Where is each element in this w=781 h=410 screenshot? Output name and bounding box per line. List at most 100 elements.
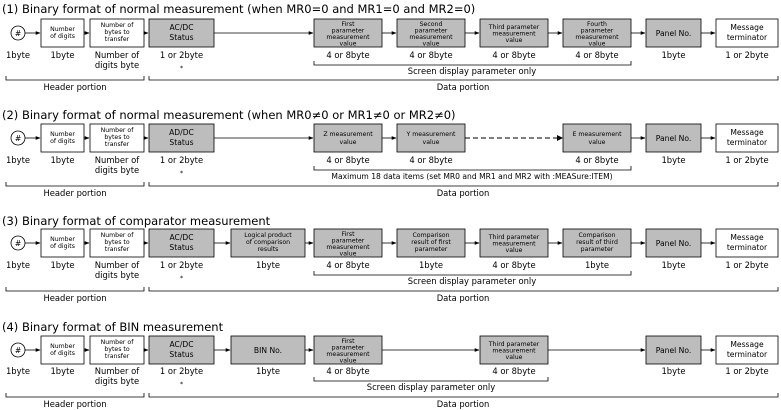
- svg-text:1byte: 1byte: [50, 366, 74, 376]
- panel-no-box: [645, 18, 702, 48]
- svg-text:1 or 2byte: 1 or 2byte: [160, 50, 203, 60]
- svg-text:#: #: [15, 346, 21, 355]
- svg-text:*: *: [180, 170, 183, 177]
- e-measurement-box: [562, 123, 632, 153]
- svg-text:4 or 8byte: 4 or 8byte: [326, 260, 369, 270]
- panel-no-box: [645, 335, 702, 365]
- svg-text:1byte: 1byte: [256, 366, 280, 376]
- svg-text:1 or 2byte: 1 or 2byte: [160, 366, 203, 376]
- svg-text:#: #: [15, 239, 21, 248]
- z-measurement-box: [313, 123, 383, 153]
- svg-text:4 or 8byte: 4 or 8byte: [409, 155, 452, 165]
- section-3-title: (3) Binary format of comparator measurem…: [2, 214, 271, 228]
- svg-text:1byte: 1byte: [585, 260, 609, 270]
- svg-text:4 or 8byte: 4 or 8byte: [575, 50, 618, 60]
- comparison-third-box: [562, 228, 632, 258]
- svg-text:Screen display parameter only: Screen display parameter only: [408, 66, 536, 76]
- section-4: (4) Binary format of BIN measurement # N…: [2, 320, 779, 409]
- panel-no-box: [645, 228, 702, 258]
- svg-text:*: *: [180, 65, 183, 72]
- logical-product-box: [230, 228, 306, 258]
- svg-text:1byte: 1byte: [6, 50, 30, 60]
- number-of-bytes-box: [89, 18, 145, 48]
- header-bracket: [5, 76, 145, 81]
- header-bracket: [5, 182, 145, 187]
- svg-text:1byte: 1byte: [661, 50, 685, 60]
- svg-text:Data portion: Data portion: [437, 188, 490, 198]
- section-2-title: (2) Binary format of normal measurement …: [2, 108, 456, 122]
- ad-dc-status-box: [148, 123, 215, 153]
- svg-text:Data portion: Data portion: [437, 399, 490, 409]
- svg-text:1byte: 1byte: [50, 50, 74, 60]
- section-4-title: (4) Binary format of BIN measurement: [2, 320, 224, 334]
- svg-text:1byte: 1byte: [419, 260, 443, 270]
- ac-dc-status-box: [148, 335, 215, 365]
- message-terminator-box: [715, 335, 779, 365]
- svg-text:1 or 2byte: 1 or 2byte: [725, 155, 768, 165]
- svg-text:1 or 2byte: 1 or 2byte: [725, 50, 768, 60]
- header-bracket: [5, 287, 145, 292]
- svg-text:Panel No.: Panel No.: [656, 134, 692, 143]
- message-terminator-box: [715, 123, 779, 153]
- svg-text:Data portion: Data portion: [437, 82, 490, 92]
- svg-text:*: *: [180, 275, 183, 282]
- first-parameter-box: [313, 228, 383, 258]
- panel-no-box: [645, 123, 702, 153]
- svg-text:*: *: [180, 381, 183, 388]
- svg-text:4 or 8byte: 4 or 8byte: [326, 366, 369, 376]
- section-2: (2) Binary format of normal measurement …: [2, 108, 779, 198]
- svg-text:4 or 8byte: 4 or 8byte: [326, 155, 369, 165]
- section-1: (1) Binary format of normal measurement …: [2, 2, 779, 92]
- svg-text:Header portion: Header portion: [43, 188, 106, 198]
- hash-symbol: #: [15, 29, 21, 38]
- header-bracket: [5, 393, 145, 398]
- message-terminator-box: [715, 18, 779, 48]
- svg-text:1byte: 1byte: [50, 260, 74, 270]
- screen-param-bracket: [313, 271, 632, 276]
- svg-text:Screen display parameter only: Screen display parameter only: [367, 382, 495, 392]
- max-items-bracket: [313, 166, 632, 171]
- data-bracket: [148, 287, 779, 292]
- svg-text:1byte: 1byte: [6, 155, 30, 165]
- svg-text:1 or 2byte: 1 or 2byte: [160, 260, 203, 270]
- data-bracket: [148, 393, 779, 398]
- svg-text:4 or 8byte: 4 or 8byte: [575, 155, 618, 165]
- number-of-digits-box: [40, 18, 85, 48]
- svg-text:Header portion: Header portion: [43, 293, 106, 303]
- svg-text:1byte: 1byte: [256, 260, 280, 270]
- third-parameter-box: [479, 18, 549, 48]
- svg-text:Panel No.: Panel No.: [656, 239, 692, 248]
- svg-text:Screen display parameter only: Screen display parameter only: [408, 276, 536, 286]
- fourth-parameter-box: [562, 18, 632, 48]
- number-of-digits-box: [40, 335, 85, 365]
- svg-text:Header portion: Header portion: [43, 399, 106, 409]
- first-parameter-box: [313, 335, 383, 365]
